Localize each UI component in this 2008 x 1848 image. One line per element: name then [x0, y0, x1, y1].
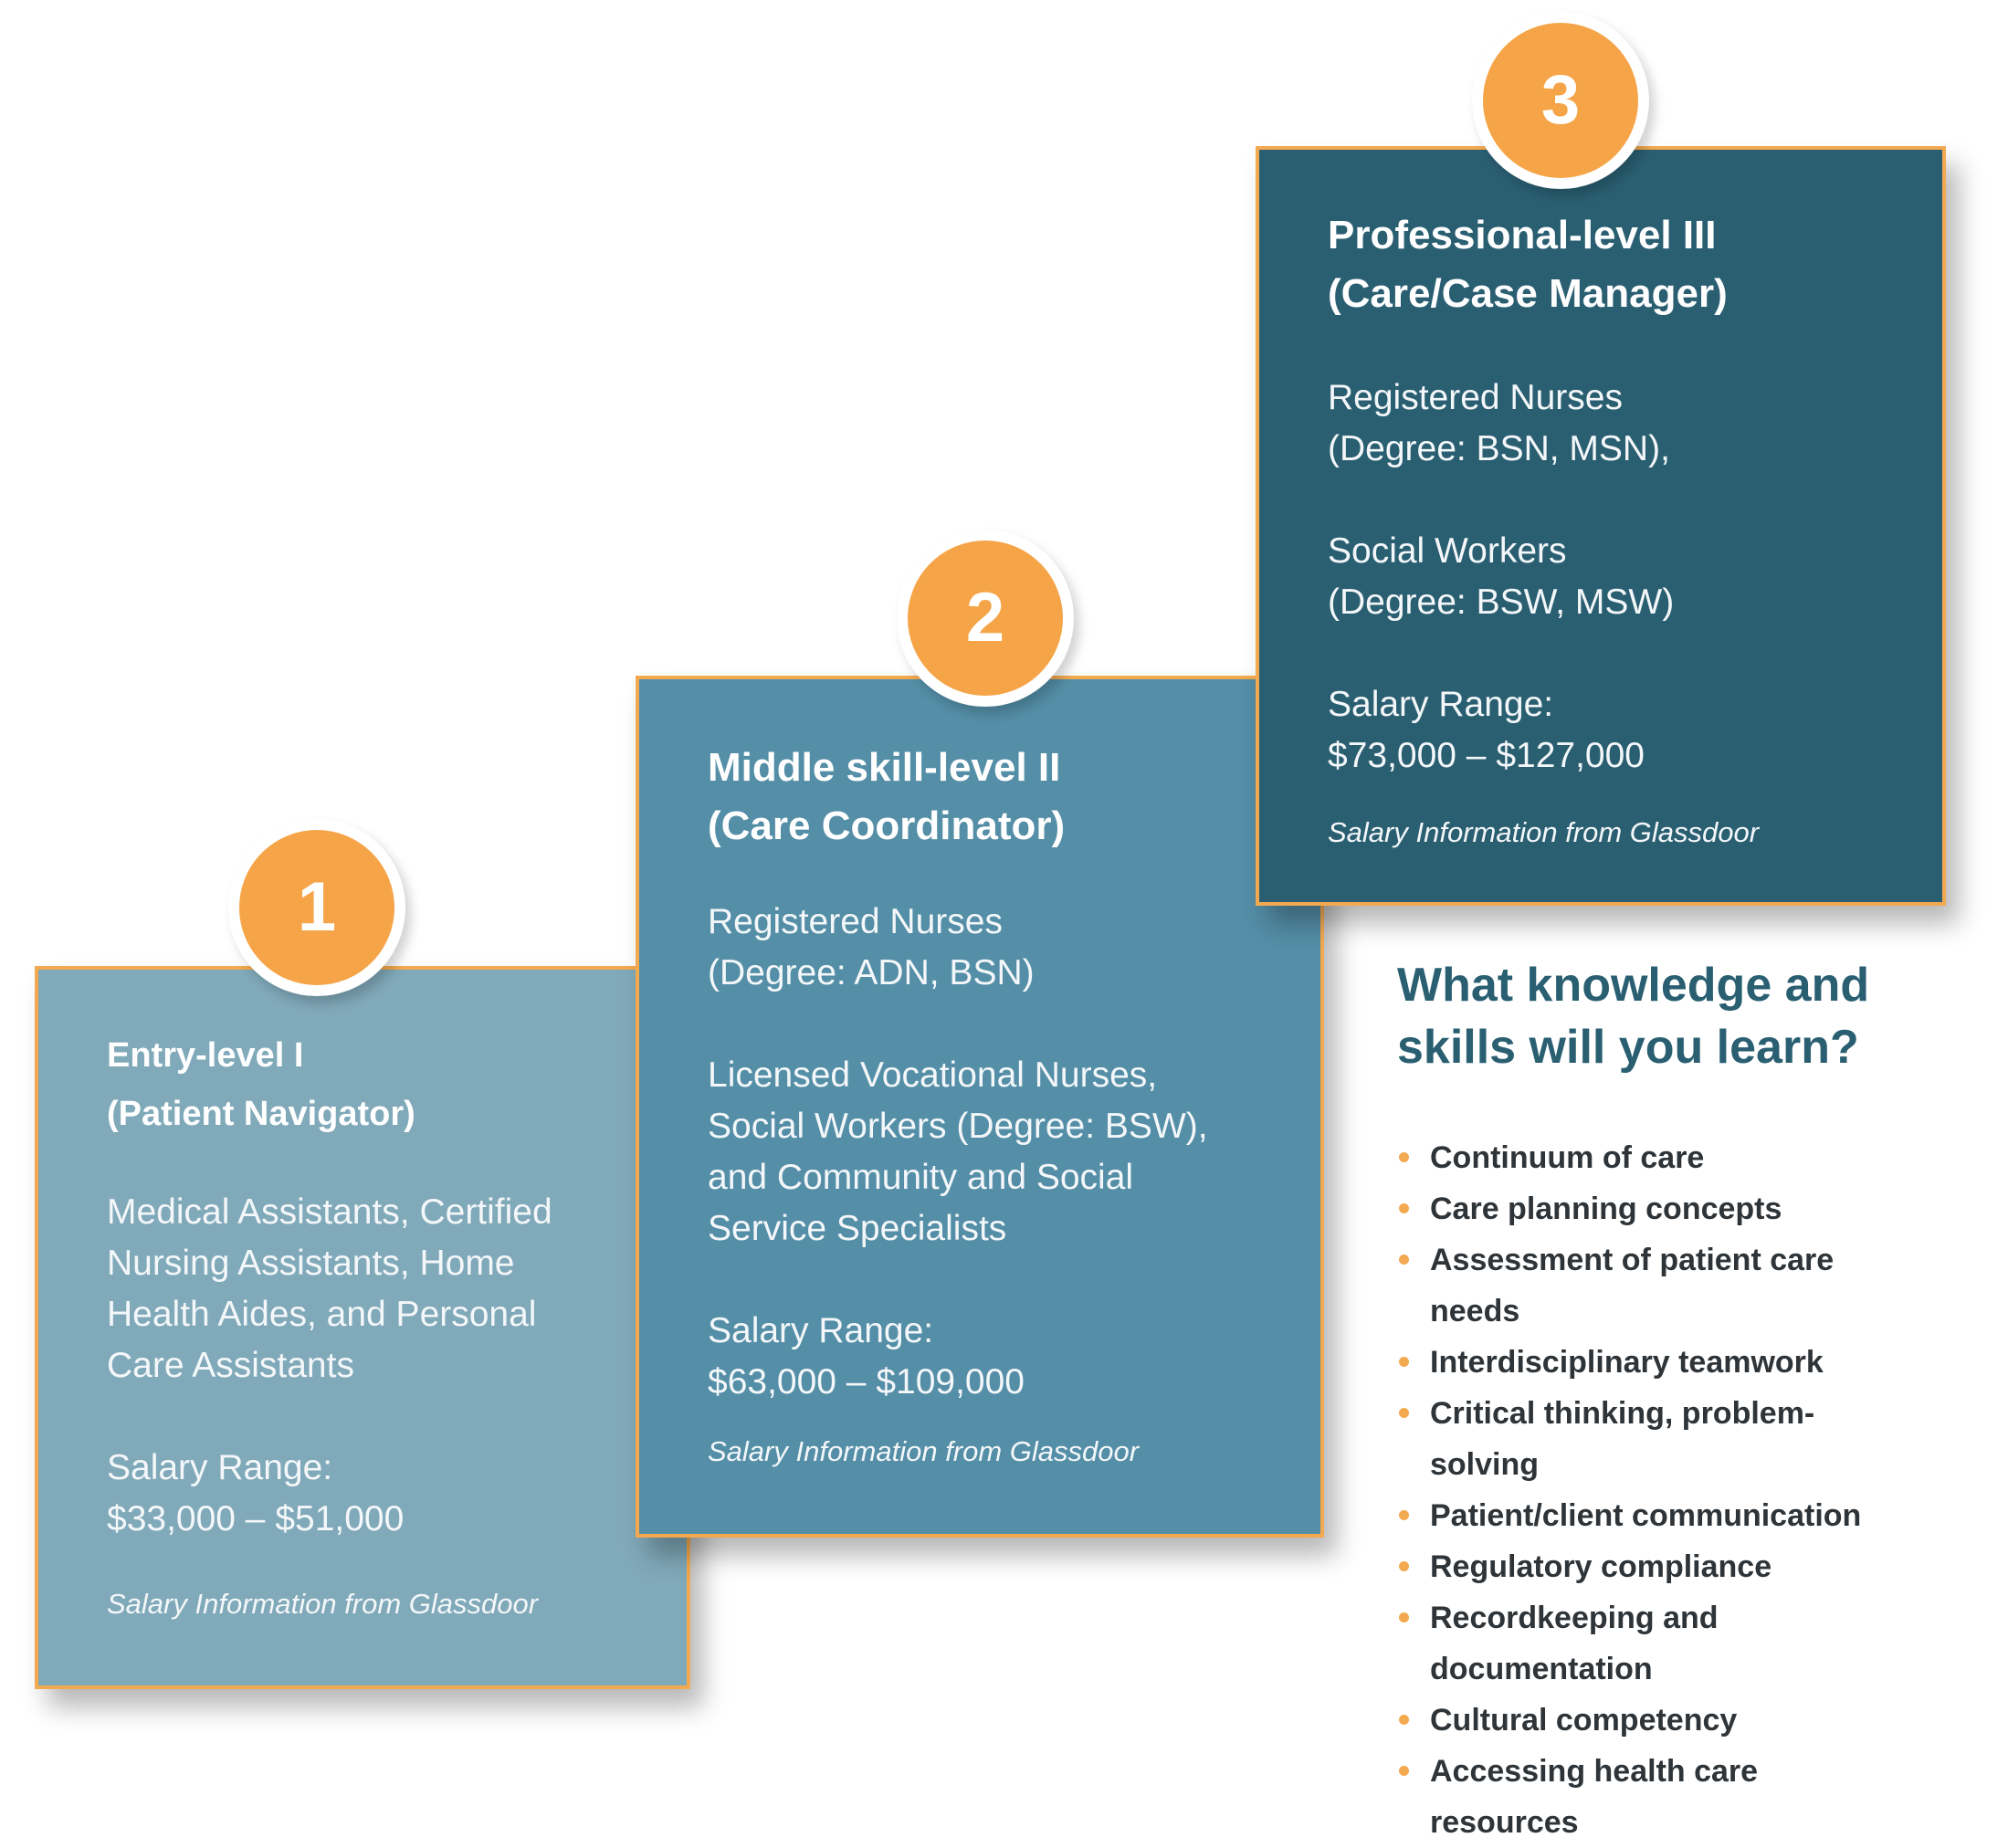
level-2-salary-source: Salary Information from Glassdoor	[708, 1435, 1140, 1467]
skill-item: Recordkeeping and documentation	[1397, 1592, 1982, 1695]
skill-label: Recordkeeping and documentation	[1430, 1601, 1719, 1686]
level-1-card: Entry-level I (Patient Navigator) Medica…	[35, 966, 690, 1689]
level-3-salary-source: Salary Information from Glassdoor	[1328, 816, 1760, 848]
skill-item: Patient/client communication	[1397, 1490, 1982, 1541]
bullet-dot-icon	[1399, 1561, 1409, 1571]
skill-label: Interdisciplinary teamwork	[1430, 1345, 1824, 1380]
skill-item: Care planning concepts	[1397, 1183, 1982, 1234]
skill-label: Care planning concepts	[1430, 1192, 1782, 1226]
level-3-title: Professional-level III (Care/Case Manage…	[1328, 213, 1728, 316]
bullet-dot-icon	[1399, 1357, 1409, 1367]
skill-item: Accessing health care resources	[1397, 1746, 1982, 1848]
skill-label: Regulatory compliance	[1430, 1549, 1772, 1584]
level-2-description: Registered Nurses (Degree: ADN, BSN) Lic…	[708, 902, 1208, 1402]
level-3-number-badge: 3	[1472, 12, 1649, 189]
bullet-dot-icon	[1399, 1715, 1409, 1725]
skill-item: Critical thinking, problem- solving	[1397, 1388, 1982, 1490]
level-3-description: Registered Nurses (Degree: BSN, MSN), So…	[1328, 378, 1675, 775]
level-1-title: Entry-level I (Patient Navigator)	[107, 1036, 415, 1133]
skill-label: Patient/client communication	[1430, 1498, 1862, 1533]
bullet-dot-icon	[1399, 1203, 1409, 1213]
skill-item: Cultural competency	[1397, 1695, 1982, 1746]
skill-label: Accessing health care resources	[1430, 1754, 1759, 1840]
level-2-title: Middle skill-level II (Care Coordinator)	[708, 745, 1066, 848]
level-1-number-badge: 1	[228, 819, 405, 996]
bullet-dot-icon	[1399, 1612, 1409, 1622]
bullet-dot-icon	[1399, 1152, 1409, 1162]
bullet-dot-icon	[1399, 1255, 1409, 1265]
skill-item: Assessment of patient care needs	[1397, 1234, 1982, 1337]
skill-item: Regulatory compliance	[1397, 1541, 1982, 1592]
skills-heading: What knowledge and skills will you learn…	[1397, 959, 1870, 1074]
bullet-dot-icon	[1399, 1510, 1409, 1520]
level-2-number-badge: 2	[897, 530, 1074, 707]
level-3-card: Professional-level III (Care/Case Manage…	[1256, 146, 1946, 906]
bullet-dot-icon	[1399, 1766, 1409, 1776]
skill-label: Continuum of care	[1430, 1140, 1705, 1175]
level-1-salary-source: Salary Information from Glassdoor	[107, 1588, 539, 1620]
skill-item: Interdisciplinary teamwork	[1397, 1337, 1982, 1388]
skill-item: Continuum of care	[1397, 1132, 1982, 1183]
level-2-card: Middle skill-level II (Care Coordinator)…	[636, 676, 1324, 1538]
skill-label: Assessment of patient care needs	[1430, 1243, 1835, 1328]
skill-label: Critical thinking, problem- solving	[1430, 1396, 1815, 1482]
skill-label: Cultural competency	[1430, 1703, 1738, 1738]
level-1-description: Medical Assistants, Certified Nursing As…	[107, 1192, 552, 1538]
bullet-dot-icon	[1399, 1408, 1409, 1418]
